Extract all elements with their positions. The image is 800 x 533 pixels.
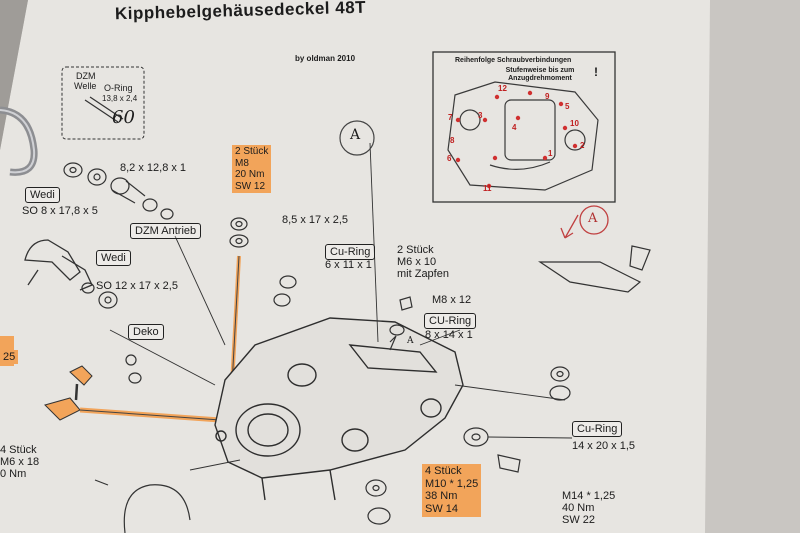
circle-label-a-right: A	[588, 211, 598, 226]
inset-num-1: 1	[548, 149, 553, 158]
dzm-detail-box	[61, 66, 145, 140]
m8-thread: M8	[235, 157, 249, 169]
inset-num-7: 7	[448, 113, 453, 122]
wedi-a-label: Wedi	[25, 187, 60, 204]
m14-thread: M14 * 1,25	[562, 490, 616, 502]
m6-thread: M6 x 10	[397, 256, 437, 269]
inset-num-4: 4	[512, 123, 517, 132]
left-cut-label-a: 25	[0, 350, 19, 365]
inset-num-3: 3	[478, 111, 483, 120]
m10-torque: 38 Nm	[425, 490, 458, 503]
m14-wrench: SW 22	[562, 514, 596, 527]
cu-ring-b-size: 8 x 14 x 1	[425, 329, 473, 341]
inset-bolt-markers	[455, 90, 578, 189]
m6-screw-label: 2 Stück M6 x 10 mit Zapfen	[397, 244, 449, 280]
wedi-a-size: SO 8 x 17,8 x 5	[22, 205, 98, 217]
inset-num-8: 8	[450, 136, 455, 145]
inset-num-2: 2	[580, 141, 585, 150]
page-credit: by oldman 2010	[295, 54, 356, 63]
cu-ring-c-label: Cu-Ring	[572, 421, 623, 438]
dzm-handwritten: 60	[112, 107, 135, 128]
left-qty: 4 Stück	[0, 444, 37, 456]
inset-num-12: 12	[498, 84, 507, 93]
rocker-lever	[24, 239, 93, 291]
left-thread: M6 x 18	[0, 456, 40, 469]
left-cut-label-b: 4 Stück M6 x 18 0 Nm	[0, 444, 39, 480]
dzm-label-2: Welle	[74, 81, 97, 91]
m14-torque: 40 Nm	[562, 502, 595, 515]
circle-label-a: A	[350, 127, 361, 143]
inset-title: Reihenfolge Schraubverbindungen	[455, 57, 572, 64]
arrow-mark-a: A	[407, 336, 414, 346]
left-bolt-small	[94, 479, 109, 486]
circle-mark-a	[339, 120, 375, 156]
m8-bolt-label: M8 x 12	[432, 294, 472, 306]
cu-ring-a-size: 6 x 11 x 1	[325, 259, 372, 271]
m8-qty: 2 Stück	[235, 146, 269, 157]
inset-num-9: 9	[545, 92, 550, 101]
m10-thread: M10 * 1,25	[425, 477, 479, 490]
washer-size-b: 8,5 x 17 x 2,5	[282, 214, 349, 226]
washer-chain	[63, 162, 174, 220]
dzm-oring-size: 13,8 x 2,4	[102, 94, 138, 103]
dzm-label-1: DZM	[76, 71, 96, 81]
cu-ring-a-label: Cu-Ring	[325, 244, 376, 261]
inset-subtitle: Stufenweise bis zum Anzugdrehmoment	[505, 67, 575, 82]
m8-torque: 20 Nm	[235, 169, 265, 180]
wedi-b-label: Wedi	[96, 250, 131, 267]
m6-qty: 2 Stück	[397, 244, 434, 256]
m8-wrench: SW 12	[235, 180, 266, 192]
dzm-shaft	[84, 96, 124, 123]
inset-num-5: 5	[565, 102, 570, 111]
m6-note: mit Zapfen	[397, 268, 449, 281]
m10-wrench: SW 14	[425, 502, 459, 515]
right-page-edge	[690, 0, 800, 533]
small-seals	[81, 282, 142, 384]
cover-housing-drawing	[214, 317, 464, 501]
wedi-b-size: SO 12 x 17 x 2,5	[96, 280, 178, 292]
highlight-m8-group: 2 Stück M8 20 Nm SW 12	[232, 145, 272, 193]
inset-num-10: 10	[570, 119, 579, 128]
left-bolt	[44, 365, 221, 423]
inset-exclamation: !	[594, 65, 598, 79]
circle-mark-a-right	[579, 205, 609, 235]
cu-ring-b-label: CU-Ring	[424, 313, 477, 330]
left-torque: 0 Nm	[0, 468, 27, 481]
inset-num-11: 11	[483, 184, 492, 193]
arrow-mark-icon	[560, 214, 579, 239]
small-arrow-icon	[389, 335, 397, 351]
inset-frame	[432, 51, 616, 203]
inset-num-6: 6	[447, 154, 452, 163]
leader-lines	[109, 142, 573, 471]
washer-size-a: 8,2 x 12,8 x 1	[120, 162, 187, 174]
m10-qty: 4 Stück	[425, 465, 462, 477]
highlight-m10-group: 4 Stück M10 * 1,25 38 Nm SW 14	[422, 464, 482, 517]
bottom-cover-part	[123, 484, 191, 533]
dzm-antrieb-label: DZM Antrieb	[130, 223, 202, 240]
paper-sheet	[0, 0, 710, 533]
m8-washers	[229, 217, 249, 248]
binder-ring-icon	[0, 106, 38, 176]
cu-ring-c-size: 14 x 20 x 1,5	[572, 440, 635, 452]
m14-plug-label: M14 * 1,25 40 Nm SW 22	[562, 490, 615, 526]
dzm-oring-label: O-Ring	[104, 83, 133, 93]
leader-line-m8	[231, 255, 240, 386]
deko-label: Deko	[128, 324, 164, 341]
